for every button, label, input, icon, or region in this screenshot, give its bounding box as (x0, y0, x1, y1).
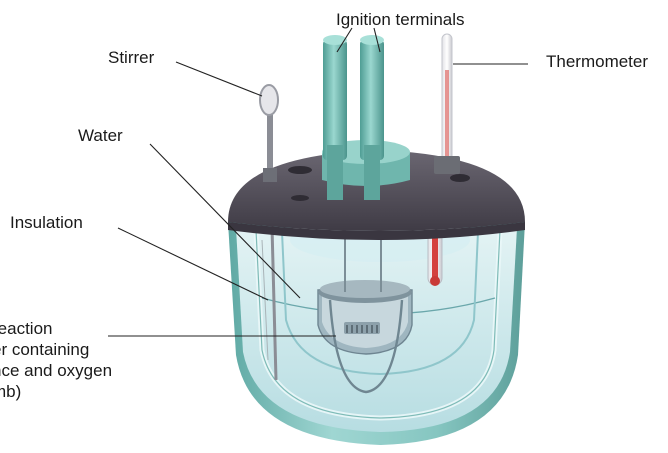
thermometer-fluid (432, 232, 438, 280)
label-thermometer: Thermometer (546, 52, 648, 72)
ignition-terminal-right (360, 40, 384, 160)
label-ignition-terminals: Ignition terminals (336, 10, 465, 30)
label-bomb-line-3: nce and oxygen (0, 360, 112, 381)
label-insulation: Insulation (10, 213, 83, 233)
label-bomb-line-2: er containing (0, 339, 112, 360)
ignition-terminal-left (323, 40, 347, 160)
label-bomb: reaction er containing nce and oxygen mb… (0, 318, 112, 402)
label-stirrer: Stirrer (108, 48, 154, 68)
label-water: Water (78, 126, 123, 146)
label-bomb-line-1: reaction (0, 318, 112, 339)
label-bomb-line-4: mb) (0, 381, 112, 402)
stirrer-handle (260, 85, 278, 115)
